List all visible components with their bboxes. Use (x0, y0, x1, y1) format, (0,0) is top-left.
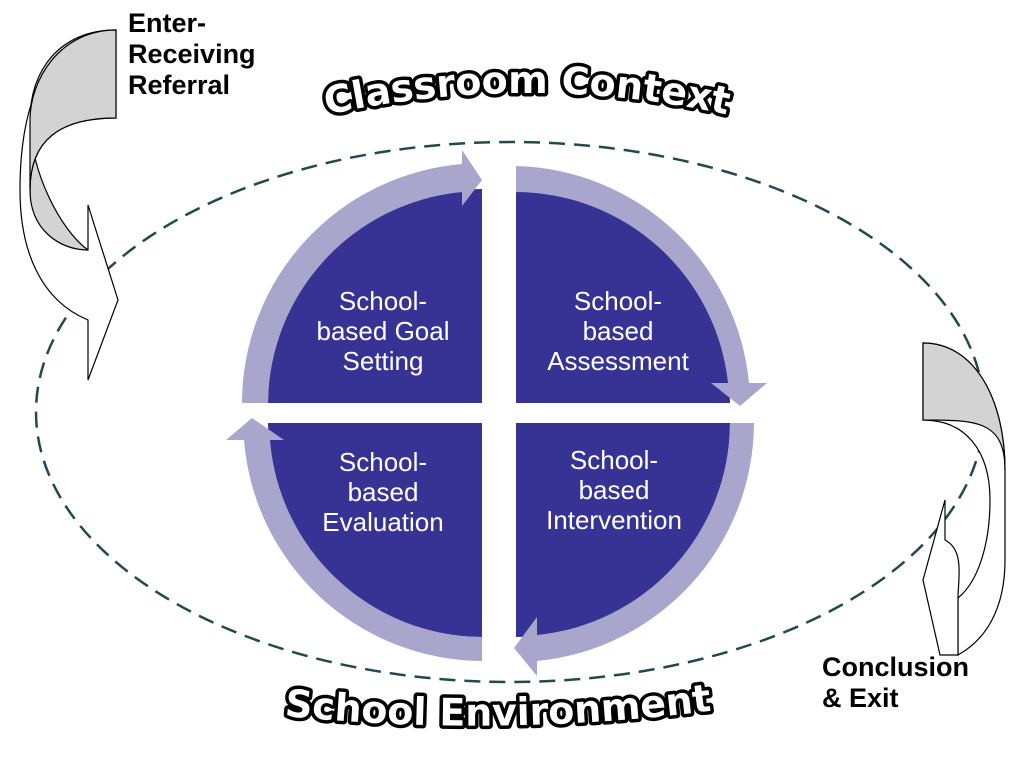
cycle-arrows (226, 150, 767, 676)
cycle-arrow-bottom-left (226, 418, 482, 661)
intervention-label: School- based Intervention (546, 445, 682, 535)
goal-setting-label: School- based Goal Setting (316, 286, 450, 376)
school-environment-ellipse (34, 140, 986, 684)
quadrant-intervention (516, 423, 730, 637)
school-environment-title-text: School Environment (283, 676, 713, 735)
conclusion-exit-label: Conclusion & Exit (822, 652, 969, 713)
cycle-arrow-top-left (242, 150, 482, 403)
classroom-context-title-text: Classroom Context (320, 58, 734, 123)
quadrant-evaluation (268, 423, 482, 637)
enter-arrow (19, 29, 119, 381)
cycle-arrow-top-right (516, 166, 767, 406)
assessment-label: School- based Assessment (547, 286, 689, 376)
evaluation-label: School- based Evaluation (322, 447, 444, 537)
cycle-arrow-bottom-right (514, 423, 754, 676)
school-environment-title-fill: School Environment (283, 676, 713, 735)
quadrant-assessment (516, 189, 730, 403)
classroom-context-title-fill: Classroom Context (320, 58, 734, 123)
quadrant-goal-setting (268, 189, 482, 403)
enter-receiving-referral-label: Enter- Receiving Referral (128, 8, 256, 100)
exit-arrow (922, 342, 1006, 657)
